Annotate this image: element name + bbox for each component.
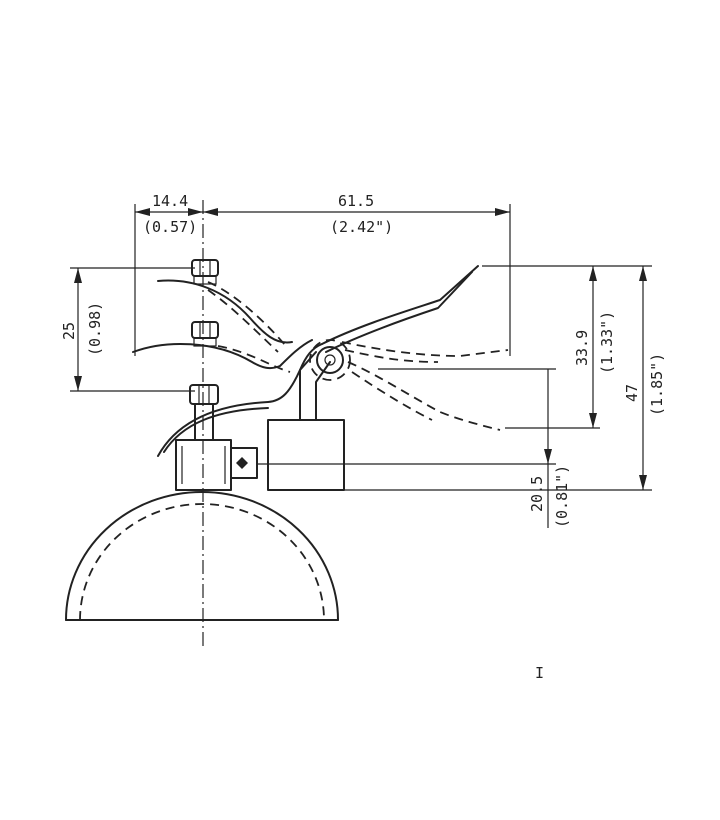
stray-mark: I [535,664,544,682]
mounting-bracket [175,351,345,491]
dim-length-top-inches: (2.42") [330,218,393,236]
dome-base [65,491,339,621]
dim-height-left-inches: (0.98) [86,302,104,356]
spring-arm-solid [132,265,479,457]
adjustment-screw-middle [191,321,219,347]
dim-height-outer-inches: (1.85") [648,353,666,416]
dim-height-outer-value: 47 [623,384,641,402]
spring-arm-dashed [207,281,509,431]
dim-height-inner-value: 33.9 [573,330,591,366]
dim-height-lower-value: 20.5 [528,476,546,512]
dim-height-lower-inches: (0.81") [553,465,571,528]
dim-length-top-value: 61.5 [338,192,374,210]
dim-width-top-inches: (0.57) [143,218,197,236]
dim-width-top-value: 14.4 [152,192,188,210]
dim-height-left-value: 25 [60,322,78,340]
dim-height-inner-inches: (1.33") [598,311,616,374]
toothed-wheel [309,339,351,381]
dimension-lines [70,204,652,528]
adjustment-screw-top [191,259,219,285]
